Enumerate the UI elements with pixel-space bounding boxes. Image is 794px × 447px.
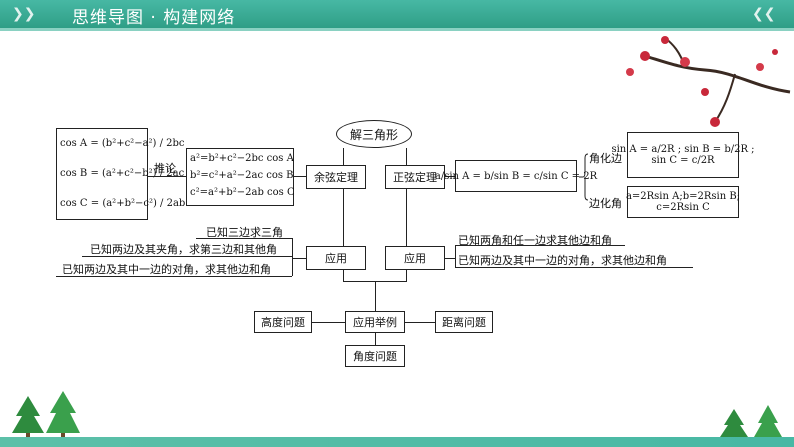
examples-label: 应用举例 — [353, 316, 397, 329]
bian-formula-2: c=2Rsin C — [656, 202, 710, 213]
connector — [455, 245, 456, 267]
chevron-icon: ❯❯ — [12, 6, 36, 22]
page-title: 思维导图 · 构建网络 — [72, 8, 236, 28]
cosine-law-a: a²=b²+c²−2bc cos A — [190, 153, 294, 164]
connector — [312, 322, 345, 323]
connector — [375, 281, 376, 311]
connector — [406, 189, 407, 281]
header-bar — [0, 0, 794, 28]
bian-formula-1: a=2Rsin A;b=2Rsin B; — [625, 191, 741, 202]
cosine-law-box: 余弦定理 — [306, 165, 366, 189]
cosine-law-label: 余弦定理 — [314, 171, 358, 184]
connector — [148, 176, 186, 177]
cosine-law-formula-box — [186, 148, 294, 206]
connector — [56, 276, 292, 277]
connector — [196, 238, 292, 239]
height-problem-label: 高度问题 — [261, 316, 305, 329]
chevron-icon: ❮❮ — [752, 6, 776, 22]
cosine-law-c: c²=a²+b²−2ab cos C — [190, 187, 295, 198]
connector — [375, 333, 376, 345]
connector — [445, 176, 455, 177]
connector — [445, 258, 455, 259]
angle-problem-label: 角度问题 — [353, 350, 397, 363]
left-apply-item-1: 已知三边求三角 — [206, 226, 283, 239]
distance-problem-label: 距离问题 — [442, 316, 486, 329]
right-apply-item-2: 已知两边及其中一边的对角，求其他边和角 — [458, 254, 667, 267]
jiao-hua-bian-label: 角化边 — [589, 152, 622, 165]
connector — [343, 148, 344, 165]
jiao-formula-1: sin A = a/2R ; sin B = b/2R ; — [611, 144, 755, 155]
connector — [455, 267, 693, 268]
height-problem-box: 高度问题 — [254, 311, 312, 333]
sine-law-box: 正弦定理 — [385, 165, 445, 189]
right-apply-item-1: 已知两角和任一边求其他边和角 — [458, 234, 612, 247]
left-apply-item-2: 已知两边及其夹角，求第三边和其他角 — [90, 243, 277, 256]
bian-hua-jiao-box: a=2Rsin A;b=2Rsin B; c=2Rsin C — [625, 186, 741, 218]
cos-formula-box — [56, 128, 148, 220]
tree-decoration — [12, 391, 80, 439]
jiao-formula-2: sin C = c/2R — [651, 155, 715, 166]
header-stripe — [0, 28, 794, 31]
tuilun-label: 推论 — [154, 162, 176, 175]
sine-law-formula-box: a/sin A = b/sin B = c/sin C = 2R — [435, 160, 597, 192]
connector — [292, 258, 306, 259]
plum-blossom-decoration — [626, 36, 791, 127]
connector — [294, 176, 306, 177]
left-apply-label: 应用 — [325, 252, 347, 265]
connector — [455, 245, 625, 246]
jiao-hua-bian-box: sin A = a/2R ; sin B = b/2R ; sin C = c/… — [611, 132, 755, 178]
connector — [405, 322, 435, 323]
cos-a-formula: cos A = (b²+c²−a²) / 2bc — [60, 138, 185, 149]
sine-law-label: 正弦定理 — [393, 171, 437, 184]
connector — [82, 256, 292, 257]
tree-decoration — [720, 405, 782, 437]
left-apply-box: 应用 — [306, 246, 366, 270]
right-apply-label: 应用 — [404, 252, 426, 265]
sine-law-formula: a/sin A = b/sin B = c/sin C = 2R — [434, 170, 598, 182]
examples-box: 应用举例 — [345, 311, 405, 333]
brace — [579, 153, 589, 201]
angle-problem-box: 角度问题 — [345, 345, 405, 367]
footer-bar — [0, 437, 794, 447]
left-apply-item-3: 已知两边及其中一边的对角，求其他边和角 — [62, 263, 271, 276]
connector — [406, 148, 407, 165]
center-node: 解三角形 — [336, 120, 412, 148]
connector — [343, 189, 344, 281]
distance-problem-box: 距离问题 — [435, 311, 493, 333]
right-apply-box: 应用 — [385, 246, 445, 270]
cos-b-formula: cos B = (a²+c²−b²) / 2ac — [60, 168, 185, 179]
bian-hua-jiao-label: 边化角 — [589, 197, 622, 210]
cosine-law-b: b²=c²+a²−2ac cos B — [190, 170, 294, 181]
cos-c-formula: cos C = (a²+b²−c²) / 2ab — [60, 198, 186, 209]
center-label: 解三角形 — [349, 127, 398, 142]
connector — [292, 238, 293, 276]
